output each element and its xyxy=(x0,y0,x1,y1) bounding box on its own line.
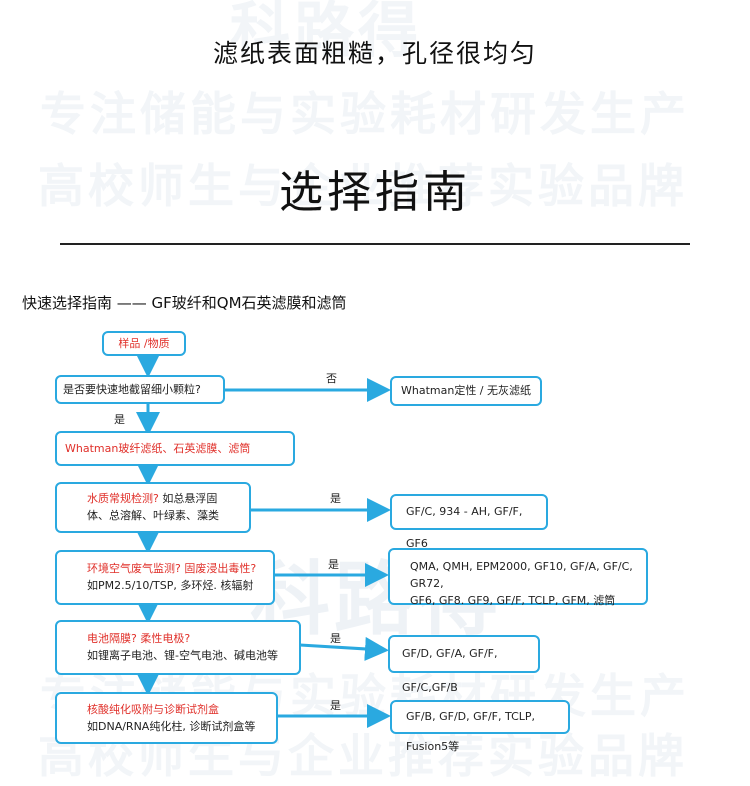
watermark-line-1: 专注储能与实验耗材研发生产 xyxy=(40,87,690,141)
yes-label-air: 是 xyxy=(328,558,339,571)
condition-box-battery: 电池隔膜? 柔性电极? 如锂离子电池、锂-空气电池、碱电池等 xyxy=(55,620,301,675)
page-title: 选择指南 xyxy=(279,167,471,218)
arrow-row3-yes xyxy=(299,636,389,661)
yes-label-nucleic: 是 xyxy=(330,699,341,712)
watermark-brand-top: 科路得 xyxy=(230,0,422,66)
condition-box-water: 水质常规检测? 如总悬浮固 体、总溶解、叶绿素、藻类 xyxy=(55,482,251,533)
question-label: 是否要快速地截留细小颗粒? xyxy=(63,383,201,396)
no-result-box: Whatman定性 / 无灰滤纸 xyxy=(390,376,542,406)
condition-box-air: 环境空气废气监测? 固废浸出毒性? 如PM2.5/10/TSP, 多环烃. 核辐… xyxy=(55,550,275,605)
section-title: 快速选择指南 —— GF玻纤和QM石英滤膜和滤筒 xyxy=(22,294,347,312)
yes-label-battery: 是 xyxy=(330,632,341,645)
result-nucleic: GF/B, GF/D, GF/F, TCLP, Fusion5等 xyxy=(406,710,536,753)
no-result-label: Whatman定性 / 无灰滤纸 xyxy=(400,384,532,397)
condition-water-title: 水质常规检测? xyxy=(87,492,159,505)
result-box-air: QMA, QMH, EPM2000, GF10, GF/A, GF/C, GR7… xyxy=(388,548,648,607)
condition-air-title: 环境空气废气监测? 固废浸出毒性? xyxy=(87,562,257,575)
start-box: 样品 /物质 xyxy=(102,331,186,356)
condition-nucleic-title: 核酸纯化吸附与诊断试剂盒 xyxy=(87,703,219,716)
watermark-line-2: 高校师生与企业推荐实验品牌 xyxy=(38,159,688,213)
category-box: Whatman玻纤滤纸、石英滤膜、滤筒 xyxy=(55,431,295,466)
result-box-nucleic: GF/B, GF/D, GF/F, TCLP, Fusion5等 xyxy=(390,700,570,753)
condition-water-title-rest: 如总悬浮固 xyxy=(162,492,218,505)
result-air-line2: GF6, GF8. GF9, GF/F, TCLP, GFM, 滤筒 xyxy=(410,594,616,607)
condition-battery-title: 电池隔膜? 柔性电极? xyxy=(87,632,191,645)
result-box-water: GF/C, 934 - AH, GF/F, GF6 xyxy=(390,494,548,550)
result-box-battery: GF/D, GF/A, GF/F, GF/C,GF/B xyxy=(388,635,540,694)
yes-label: 是 xyxy=(114,413,125,426)
result-water: GF/C, 934 - AH, GF/F, GF6 xyxy=(406,505,523,550)
condition-water-detail: 体、总溶解、叶绿素、藻类 xyxy=(87,509,219,522)
result-battery: GF/D, GF/A, GF/F, GF/C,GF/B xyxy=(402,647,498,694)
condition-battery-detail: 如锂离子电池、锂-空气电池、碱电池等 xyxy=(87,649,278,662)
condition-nucleic-detail: 如DNA/RNA纯化柱, 诊断试剂盒等 xyxy=(87,720,256,733)
result-air-line1: QMA, QMH, EPM2000, GF10, GF/A, GF/C, GR7… xyxy=(410,560,633,590)
yes-label-water: 是 xyxy=(330,492,341,505)
no-label: 否 xyxy=(326,372,337,385)
start-label: 样品 /物质 xyxy=(118,337,170,350)
condition-air-detail: 如PM2.5/10/TSP, 多环烃. 核辐射 xyxy=(87,579,254,592)
page-subtitle: 滤纸表面粗糙，孔径很均匀 xyxy=(212,39,537,68)
question-box: 是否要快速地截留细小颗粒? xyxy=(55,375,225,404)
condition-box-nucleic: 核酸纯化吸附与诊断试剂盒 如DNA/RNA纯化柱, 诊断试剂盒等 xyxy=(55,692,278,744)
title-divider xyxy=(60,243,690,245)
category-label: Whatman玻纤滤纸、石英滤膜、滤筒 xyxy=(65,442,251,455)
